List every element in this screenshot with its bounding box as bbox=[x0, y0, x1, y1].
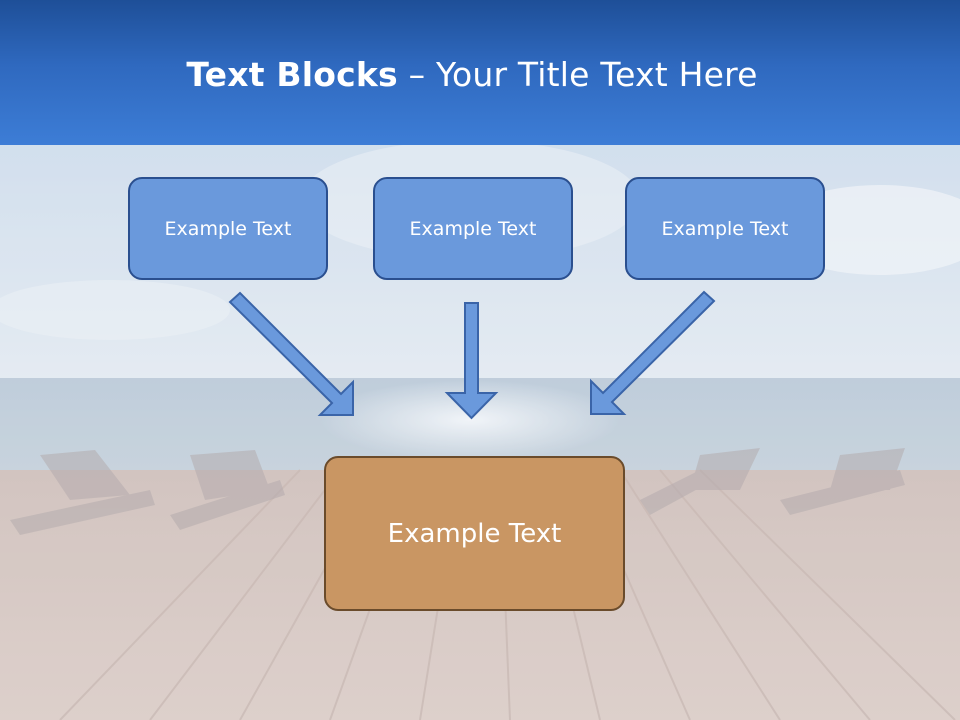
arrow-down-left-icon bbox=[590, 290, 716, 415]
text-block-main[interactable]: Example Text bbox=[324, 456, 625, 611]
text-block-center-label: Example Text bbox=[409, 217, 537, 240]
text-block-right-label: Example Text bbox=[661, 217, 789, 240]
text-block-main-label: Example Text bbox=[387, 518, 562, 549]
title-bold: Text Blocks bbox=[186, 55, 398, 94]
arrow-down-icon bbox=[444, 302, 499, 420]
slide-title: Text Blocks – Your Title Text Here bbox=[0, 52, 944, 98]
text-block-left[interactable]: Example Text bbox=[128, 177, 328, 280]
text-block-center[interactable]: Example Text bbox=[373, 177, 573, 280]
title-dash: – bbox=[397, 55, 436, 94]
text-block-left-label: Example Text bbox=[164, 217, 292, 240]
text-block-right[interactable]: Example Text bbox=[625, 177, 825, 280]
title-bar bbox=[0, 0, 960, 145]
title-rest: Your Title Text Here bbox=[435, 55, 758, 94]
arrow-down-right-icon bbox=[228, 291, 354, 416]
